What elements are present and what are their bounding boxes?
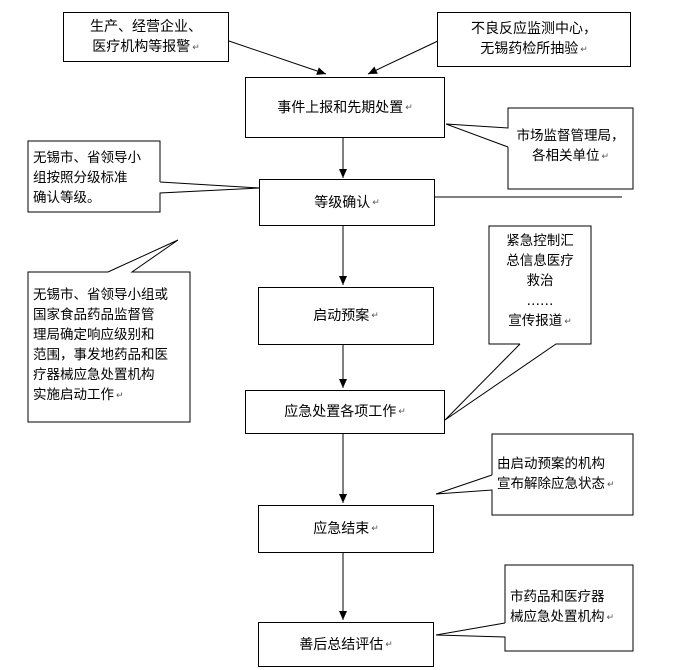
callout-market-supervision: 市场监督管理局， 各相关单位↵ xyxy=(508,124,633,186)
paragraph-mark-icon: ↵ xyxy=(607,480,615,490)
text-line: 紧急控制汇 xyxy=(506,233,574,249)
paragraph-mark-icon: ↵ xyxy=(371,524,379,534)
event-report-box: 事件上报和先期处置↵ xyxy=(245,77,445,138)
text-line: 生产、经营企业、 xyxy=(90,18,202,35)
text-line: 市药品和医疗器 xyxy=(510,589,605,605)
callout-emergency-tasks: 紧急控制汇 总信息医疗 救治 …… 宣传报道↵ xyxy=(489,229,591,341)
source-monitor-box: 不良反应监测中心， 无锡药检所抽验↵ xyxy=(437,12,631,67)
text-line: 无锡药检所抽验↵ xyxy=(471,39,597,60)
paragraph-mark-icon: ↵ xyxy=(564,317,572,327)
text-line: 疗器械应急处置机构 xyxy=(33,367,155,383)
paragraph-mark-icon: ↵ xyxy=(371,311,379,321)
source-monitor-text: 不良反应监测中心， 无锡药检所抽验↵ xyxy=(471,19,597,60)
aftermath-eval-label: 善后总结评估 xyxy=(299,636,384,653)
source-enterprise-text: 生产、经营企业、 医疗机构等报警↵ xyxy=(90,17,202,58)
text-line: 由启动预案的机构 xyxy=(497,456,605,472)
grade-confirm-box: 等级确认↵ xyxy=(259,179,435,226)
paragraph-mark-icon: ↵ xyxy=(398,407,406,417)
callout-outline-city-institution xyxy=(435,564,634,652)
arrow-monitor-to-report xyxy=(367,39,441,75)
callout-outline-grade-leaders xyxy=(27,140,261,213)
text-line: 确认等级。 xyxy=(33,190,101,204)
emergency-work-box: 应急处置各项工作↵ xyxy=(245,390,445,434)
callout-release-status: 由启动预案的机构 宣布解除应急状态↵ xyxy=(492,452,633,500)
text-line: …… xyxy=(526,293,554,309)
emergency-end-box: 应急结束↵ xyxy=(258,505,434,553)
start-plan-box: 启动预案↵ xyxy=(258,287,434,345)
text-line: 组按照分级标准 xyxy=(33,170,128,186)
text-line: 各相关单位↵ xyxy=(513,146,628,167)
event-report-label: 事件上报和先期处置 xyxy=(277,99,404,116)
callout-city-institution: 市药品和医疗器 械应急处置机构↵ xyxy=(505,585,633,633)
text-line: 国家食品药品监督管 xyxy=(33,307,155,323)
paragraph-mark-icon: ↵ xyxy=(580,45,588,55)
text-line-content: 医疗机构等报警 xyxy=(92,38,191,55)
text-line: 无锡市、省领导小组或 xyxy=(33,287,168,303)
text-line: 实施启动工作↵ xyxy=(33,385,185,406)
text-line: 医疗机构等报警↵ xyxy=(90,37,202,58)
text-line: 宣布解除应急状态↵ xyxy=(497,474,628,495)
start-plan-label: 启动预案 xyxy=(313,308,370,324)
text-line-content: 各相关单位 xyxy=(531,148,600,164)
paragraph-mark-icon: ↵ xyxy=(116,391,124,401)
paragraph-mark-icon: ↵ xyxy=(192,42,200,53)
paragraph-mark-icon: ↵ xyxy=(372,197,380,208)
paragraph-mark-icon: ↵ xyxy=(385,639,393,650)
text-line-content: 无锡药检所抽验 xyxy=(480,41,579,57)
aftermath-eval-box: 善后总结评估↵ xyxy=(258,622,434,667)
paragraph-mark-icon: ↵ xyxy=(601,152,610,162)
paragraph-mark-icon: ↵ xyxy=(606,613,615,623)
paragraph-mark-icon: ↵ xyxy=(405,102,413,113)
text-line: 市场监督管理局， xyxy=(516,128,625,144)
grade-confirm-label: 等级确认 xyxy=(314,194,371,211)
text-line-content: 宣布解除应急状态 xyxy=(497,476,605,492)
text-line-content: 宣传报道 xyxy=(508,313,563,329)
text-line: 救治 xyxy=(526,273,554,289)
callout-outline-release-status xyxy=(435,433,634,516)
text-line: 不良反应监测中心， xyxy=(471,21,597,37)
callout-outline-emergency-tasks xyxy=(444,225,592,421)
text-line: 理局确定响应级别和 xyxy=(33,327,155,343)
text-line: 范围，事发地药品和医 xyxy=(33,347,168,363)
text-line: 无锡市、省领导小 xyxy=(33,150,141,166)
text-line: 宣传报道↵ xyxy=(494,311,586,332)
source-enterprise-box: 生产、经营企业、 医疗机构等报警↵ xyxy=(63,12,229,62)
arrow-enterprise-to-report xyxy=(225,39,327,75)
callout-response-scope: 无锡市、省领导小组或 国家食品药品监督管 理局确定响应级别和 范围，事发地药品和… xyxy=(28,283,190,409)
text-line-content: 械应急处置机构 xyxy=(510,609,605,625)
text-line-content: 实施启动工作 xyxy=(33,387,114,403)
emergency-end-label: 应急结束 xyxy=(313,521,370,537)
emergency-work-label: 应急处置各项工作 xyxy=(284,404,397,420)
text-line: 械应急处置机构↵ xyxy=(510,607,628,628)
callout-outline-market xyxy=(445,107,634,190)
text-line: 总信息医疗 xyxy=(506,253,574,269)
callout-grade-leaders: 无锡市、省领导小 组按照分级标准 确认等级。 xyxy=(28,146,160,204)
callout-outline-response-scope xyxy=(27,239,191,423)
